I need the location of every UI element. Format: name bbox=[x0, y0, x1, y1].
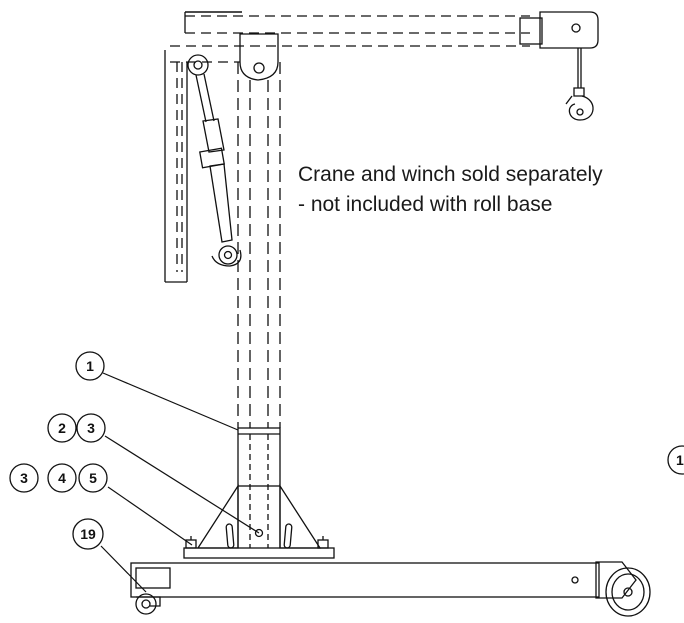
callout-2: 2 bbox=[47, 413, 77, 443]
mast-socket bbox=[237, 427, 281, 548]
svg-text:1: 1 bbox=[676, 452, 684, 468]
svg-text:1: 1 bbox=[86, 358, 94, 374]
front-wheel bbox=[595, 561, 651, 617]
svg-text:5: 5 bbox=[89, 470, 97, 486]
svg-text:2: 2 bbox=[58, 420, 66, 436]
callout-19: 19 bbox=[72, 518, 104, 550]
svg-text:4: 4 bbox=[58, 470, 66, 486]
callout-3-lower: 3 bbox=[9, 463, 39, 493]
leader-lines bbox=[100, 372, 260, 593]
svg-text:19: 19 bbox=[80, 526, 96, 542]
hydraulic-ram bbox=[187, 54, 242, 267]
callout-edge-partial: 1 bbox=[667, 445, 684, 475]
crane-leg bbox=[164, 50, 188, 283]
boom-pivot-bracket bbox=[239, 33, 279, 81]
callout-3-upper: 3 bbox=[76, 413, 106, 443]
mast-dashed bbox=[237, 62, 281, 428]
note-line-1: Crane and winch sold separately bbox=[298, 163, 603, 186]
note-line-2: - not included with roll base bbox=[298, 193, 553, 216]
base-plate bbox=[183, 536, 335, 559]
svg-text:3: 3 bbox=[87, 420, 95, 436]
svg-text:3: 3 bbox=[20, 470, 28, 486]
gusset-plates bbox=[196, 483, 322, 549]
boom bbox=[170, 15, 530, 63]
callout-5: 5 bbox=[78, 463, 108, 493]
hook bbox=[565, 95, 594, 121]
winch bbox=[519, 11, 599, 97]
callout-4: 4 bbox=[47, 463, 77, 493]
base-beam bbox=[130, 562, 600, 598]
callout-1: 1 bbox=[75, 351, 105, 381]
rear-caster bbox=[135, 593, 161, 615]
